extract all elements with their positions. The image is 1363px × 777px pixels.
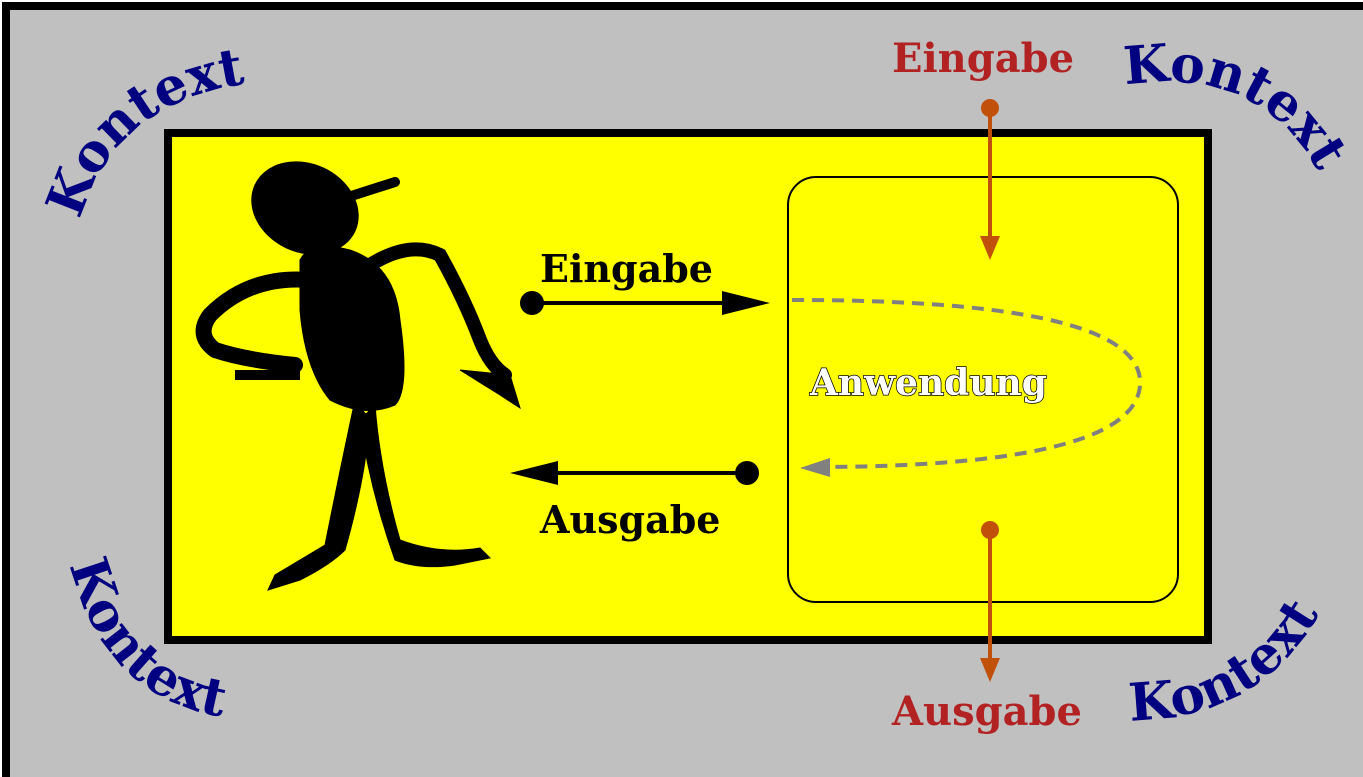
- user-output-arrow: [510, 461, 759, 485]
- user-figure-icon: [195, 161, 521, 591]
- application-box: [787, 176, 1179, 603]
- external-output-arrow: [980, 521, 1000, 682]
- processing-loop: [791, 298, 1143, 469]
- external-input-arrow: [980, 99, 1000, 260]
- external-input-label: Eingabe: [892, 35, 1074, 82]
- user-input-arrow: [520, 291, 770, 315]
- processing-loop-arrowhead: [800, 458, 830, 477]
- user-input-label: Eingabe: [540, 246, 713, 291]
- external-output-label: Ausgabe: [891, 688, 1082, 735]
- application-label: Anwendung: [809, 362, 1047, 404]
- user-output-label: Ausgabe: [539, 497, 720, 542]
